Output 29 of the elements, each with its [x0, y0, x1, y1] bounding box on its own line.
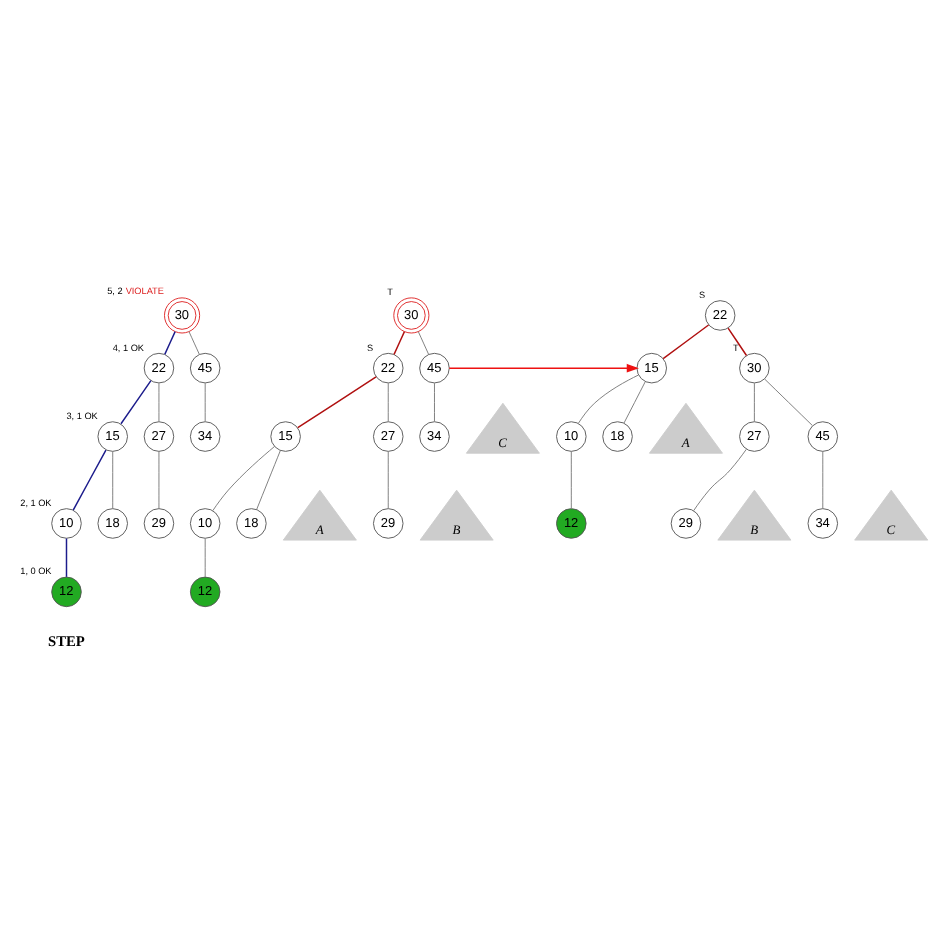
label: STEP: [48, 632, 85, 651]
connector: [417, 331, 430, 355]
connector: [393, 330, 406, 356]
connector: [764, 378, 813, 426]
connector: [120, 379, 152, 425]
connector: [434, 382, 435, 422]
connector: [693, 448, 747, 512]
connector: [158, 382, 160, 422]
connector: [387, 382, 389, 422]
arrow: [448, 363, 639, 373]
connector: [727, 327, 748, 357]
connector: [158, 451, 160, 509]
connector: [204, 538, 206, 578]
connector: [65, 537, 68, 578]
connector: [570, 451, 572, 509]
connector: [577, 374, 639, 424]
connector: [164, 330, 176, 356]
connector: [188, 331, 200, 355]
connector: [297, 376, 377, 429]
connector: [387, 451, 389, 509]
connector: [753, 382, 755, 422]
connector: [623, 381, 646, 424]
connector: [72, 449, 107, 511]
connector: [822, 451, 824, 509]
connector: [256, 450, 281, 510]
connector: [204, 382, 206, 422]
connector: [212, 446, 275, 512]
connector: [112, 451, 114, 509]
connector: [662, 324, 710, 360]
